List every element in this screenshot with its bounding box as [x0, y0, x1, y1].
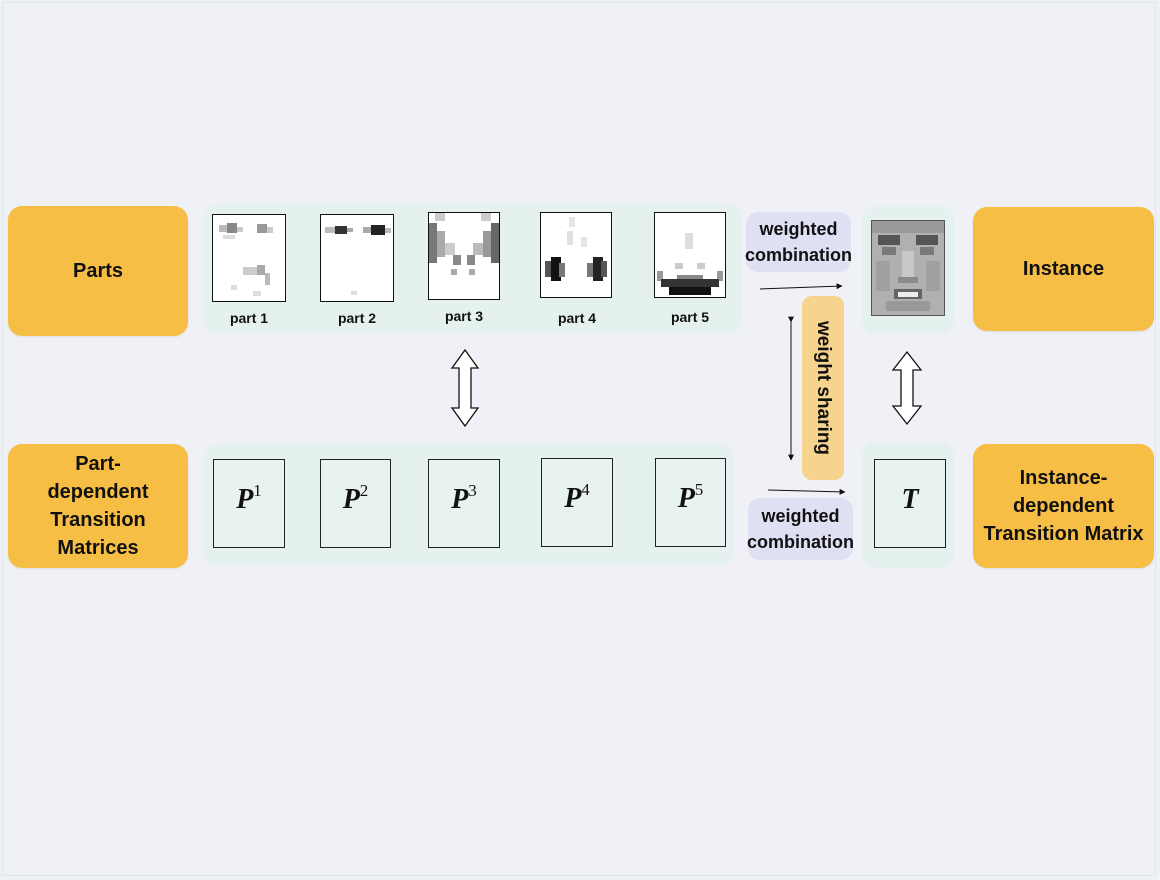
part-label: part 1	[229, 310, 269, 326]
part-3-image	[428, 212, 500, 300]
matrix-symbol: P	[342, 484, 360, 515]
instance-image	[871, 220, 945, 316]
part-dependent-line-3: Transition Matrices	[50, 509, 146, 559]
face-part-1-icon	[219, 223, 273, 296]
face-part-4-icon	[545, 217, 607, 281]
part-2-image	[320, 214, 394, 302]
matrix-superscript: 5	[694, 480, 704, 499]
part-label: part 3	[444, 308, 484, 324]
part-1-image	[212, 214, 286, 302]
arrow-right-icon	[767, 488, 846, 495]
part-dependent-line-2: dependent	[47, 481, 149, 503]
instance-dependent-line-1: Instance-	[1019, 467, 1108, 489]
part-5-image	[654, 212, 726, 298]
matrix-superscript: 3	[468, 481, 477, 500]
combination-line-2: combination	[745, 245, 852, 265]
double-arrow-icon	[891, 350, 923, 426]
parts-label: Parts	[72, 260, 124, 282]
weighted-combination-top: weighted combination	[745, 212, 852, 272]
matrix-symbol: T	[901, 484, 919, 515]
matrix-symbol: P	[236, 484, 254, 515]
instance-dependent-box: Instance- dependent Transition Matrix	[973, 444, 1154, 568]
combination-line-2: combination	[747, 532, 854, 552]
weight-sharing-box: weight sharing	[802, 296, 844, 480]
instance-dependent-line-2: dependent	[1012, 495, 1115, 517]
instance-box: Instance	[973, 207, 1154, 331]
part-label: part 5	[670, 309, 710, 325]
combination-line-1: weighted	[759, 219, 838, 239]
matrix-symbol: P	[564, 483, 582, 514]
face-part-3-icon	[429, 213, 499, 275]
matrix-superscript: 1	[253, 481, 262, 500]
instance-dependent-line-3: Transition Matrix	[983, 523, 1144, 545]
double-arrow-icon	[450, 348, 480, 428]
face-instance-icon	[872, 221, 944, 315]
matrix-superscript: 2	[359, 481, 369, 500]
weighted-combination-bottom: weighted combination	[747, 498, 854, 560]
combination-line-1: weighted	[761, 506, 840, 526]
matrix-superscript: 4	[581, 480, 590, 499]
face-part-2-icon	[325, 225, 391, 295]
matrix-t: T	[874, 459, 946, 548]
part-label: part 2	[337, 310, 377, 326]
part-label: part 4	[557, 310, 597, 326]
instance-label: Instance	[1022, 258, 1105, 280]
part-dependent-line-1: Part-	[75, 453, 121, 475]
parts-box: Parts	[8, 206, 188, 336]
part-4-image	[540, 212, 612, 298]
arrow-right-icon	[759, 283, 843, 290]
matrix-symbol: P	[677, 483, 695, 514]
matrix-symbol: P	[451, 484, 469, 515]
face-part-5-icon	[657, 233, 723, 295]
part-dependent-box: Part- dependent Transition Matrices	[8, 444, 188, 568]
